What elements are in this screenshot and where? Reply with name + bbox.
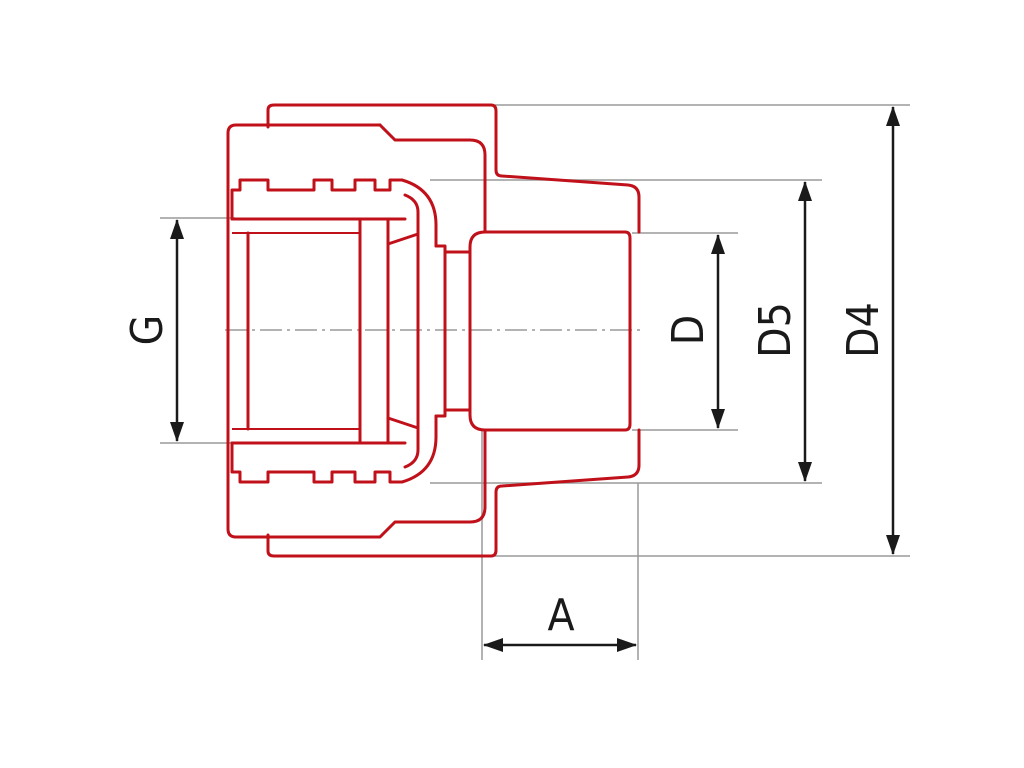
label-d5: D5 <box>750 302 801 358</box>
neck <box>434 244 447 418</box>
dimension-g: G <box>122 219 184 442</box>
insert-collar-bottom <box>386 416 420 469</box>
dimension-d4: D4 <box>838 106 900 555</box>
extension-lines <box>160 104 910 660</box>
thread-top <box>230 178 438 248</box>
socket <box>468 230 632 432</box>
nut-bottom-lip <box>266 428 641 558</box>
label-a: A <box>547 590 574 641</box>
insert-collar-top <box>386 193 420 246</box>
label-d: D <box>663 315 714 346</box>
neck-step <box>443 250 472 412</box>
fitting-outline <box>226 103 641 558</box>
nut-top-lip <box>266 103 641 234</box>
dimension-d: D <box>663 234 725 429</box>
label-d4: D4 <box>838 302 889 358</box>
dimension-d5: D5 <box>750 181 812 482</box>
dimension-a: A <box>483 590 637 652</box>
label-g: G <box>122 315 173 346</box>
insert-ring <box>358 217 390 445</box>
body-outline <box>226 123 487 539</box>
body-top-step <box>378 123 487 234</box>
thread-bottom <box>230 414 438 484</box>
